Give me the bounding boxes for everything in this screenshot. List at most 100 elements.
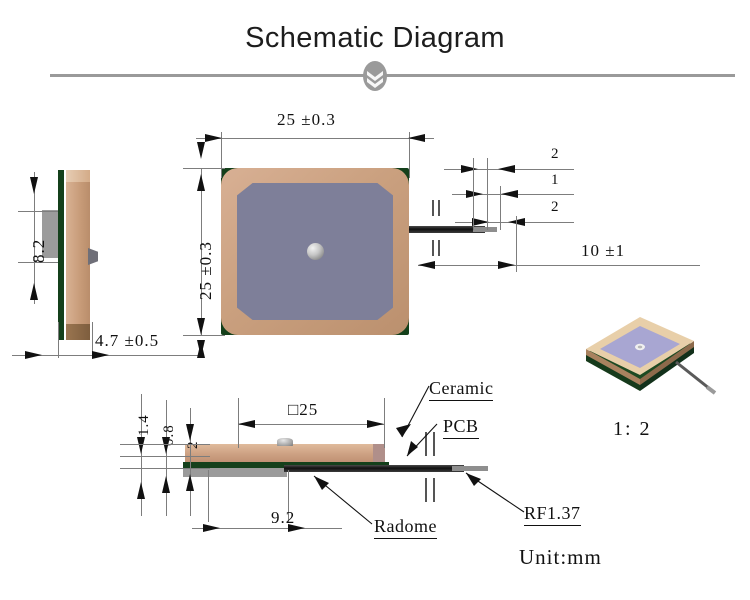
dim-line-sq25 bbox=[238, 424, 384, 425]
feed-pin-top bbox=[306, 243, 324, 260]
dim-line-92 bbox=[192, 528, 342, 529]
ext-line-92-left bbox=[208, 470, 209, 522]
arrow-2-bottom bbox=[186, 470, 194, 491]
scale-note: 1: 2 bbox=[613, 418, 652, 440]
ext-line-92-right bbox=[288, 470, 289, 522]
dim-cable-length: 10 ±1 bbox=[581, 241, 626, 260]
arrow-top-width-left bbox=[205, 134, 222, 142]
ceramic-end-elevation bbox=[373, 444, 385, 462]
callout-coax: RF1.37 bbox=[524, 503, 581, 526]
feed-pin-elevation bbox=[277, 438, 293, 446]
dim-line-82 bbox=[34, 172, 35, 304]
ext-line-top-left bbox=[221, 132, 222, 178]
break-mark-b1 bbox=[425, 432, 427, 456]
dim-offset-a: 2 bbox=[551, 146, 560, 162]
dim-offset-b: 1 bbox=[551, 172, 560, 188]
ext-line-stack-c bbox=[120, 468, 210, 469]
arrow-92-left bbox=[203, 524, 220, 532]
arrow-cable-right bbox=[498, 261, 515, 269]
ext-line-cable-end bbox=[516, 216, 517, 272]
dim-elev-ceramic-height: 0.8 bbox=[161, 424, 177, 446]
dim-elev-width: □25 bbox=[288, 400, 319, 419]
ext-line-sq25-right bbox=[384, 398, 385, 448]
arrow-offset-b-left bbox=[466, 190, 483, 198]
ceramic-body-side bbox=[66, 170, 90, 340]
double-chevron-down-icon bbox=[360, 60, 390, 92]
arrow-offset-b-right bbox=[501, 190, 518, 198]
ceramic-body-elevation bbox=[185, 444, 385, 462]
ext-line-47-left bbox=[58, 322, 59, 358]
radome-elevation bbox=[183, 468, 287, 477]
arrow-height-top bbox=[197, 170, 205, 191]
ext-line-47-right bbox=[92, 322, 93, 358]
divider-rule bbox=[50, 74, 735, 77]
dim-side-height: 8.2 bbox=[29, 238, 48, 263]
arrow-82-top bbox=[30, 177, 38, 198]
arrow-top-width-right bbox=[408, 134, 425, 142]
callout-radome: Radome bbox=[374, 516, 437, 539]
arrow-top-height-up bbox=[197, 142, 205, 163]
coax-cable-elevation bbox=[284, 465, 464, 472]
coax-tip-elevation bbox=[452, 466, 488, 471]
ext-line-stack-b bbox=[120, 456, 210, 457]
ext-line-offset-3 bbox=[500, 186, 501, 230]
arrow-sq25-right bbox=[367, 420, 384, 428]
dim-line-top-height bbox=[201, 168, 202, 336]
ext-line-height-top bbox=[183, 168, 225, 169]
dim-offset-c: 2 bbox=[551, 199, 560, 215]
arrow-offset-c-left bbox=[472, 218, 489, 226]
ext-line-82-top bbox=[18, 211, 58, 212]
dim-top-width: 25 ±0.3 bbox=[277, 110, 336, 129]
arrow-82-bottom bbox=[30, 279, 38, 300]
pcb-substrate-side bbox=[58, 170, 64, 340]
feed-pin-side bbox=[88, 248, 98, 265]
arrow-14-top bbox=[137, 437, 145, 458]
callout-ceramic: Ceramic bbox=[429, 378, 494, 401]
break-mark-a3 bbox=[432, 240, 434, 256]
ext-line-height-bottom bbox=[183, 335, 225, 336]
arrow-offset-a-right bbox=[498, 165, 515, 173]
arrow-08-top bbox=[162, 437, 170, 458]
unit-note: Unit:mm bbox=[519, 545, 602, 569]
dim-line-top-width bbox=[196, 138, 434, 139]
break-mark-b2 bbox=[433, 432, 435, 456]
dim-top-height: 25 ±0.3 bbox=[196, 241, 215, 300]
arrow-47-right bbox=[92, 351, 109, 359]
left-side-view bbox=[42, 170, 98, 340]
arrow-47-left bbox=[25, 351, 42, 359]
dim-elev-radome-width: 9.2 bbox=[271, 508, 296, 527]
ext-line-offset-1 bbox=[473, 158, 474, 230]
dim-line-14 bbox=[141, 394, 142, 516]
arrow-14-bottom bbox=[137, 478, 145, 499]
arrow-sq25-left bbox=[238, 420, 255, 428]
ext-line-offset-2 bbox=[487, 158, 488, 230]
radome-side bbox=[42, 210, 60, 258]
dim-side-thickness: 4.7 ±0.5 bbox=[95, 331, 160, 350]
ceramic-top-edge-side bbox=[66, 170, 90, 182]
arrow-offset-a-left bbox=[461, 165, 478, 173]
dim-line-08 bbox=[166, 400, 167, 516]
coax-cable-top bbox=[409, 226, 485, 233]
isometric-3d-view bbox=[578, 305, 717, 405]
arrow-08-bottom bbox=[162, 472, 170, 493]
break-mark-b3 bbox=[425, 478, 427, 502]
coax-tip-top bbox=[473, 227, 497, 232]
break-mark-a1 bbox=[432, 200, 434, 216]
arrow-height-bottom bbox=[197, 318, 205, 339]
ext-line-top-right bbox=[409, 132, 410, 178]
dim-line-cable-length bbox=[418, 265, 700, 266]
break-mark-b4 bbox=[433, 478, 435, 502]
dim-line-2 bbox=[190, 408, 191, 516]
callout-pcb: PCB bbox=[443, 416, 479, 439]
ext-line-stack-a bbox=[120, 444, 210, 445]
arrow-2-top bbox=[186, 424, 194, 445]
arrow-92-right bbox=[288, 524, 305, 532]
arrow-47-endtick bbox=[197, 337, 205, 358]
dim-elev-total-height: 1.4 bbox=[136, 414, 152, 436]
top-plan-view bbox=[221, 168, 409, 335]
break-mark-a4 bbox=[438, 240, 440, 256]
break-mark-a2 bbox=[438, 200, 440, 216]
arrow-cable-left bbox=[418, 261, 435, 269]
page-title: Schematic Diagram bbox=[245, 22, 505, 54]
